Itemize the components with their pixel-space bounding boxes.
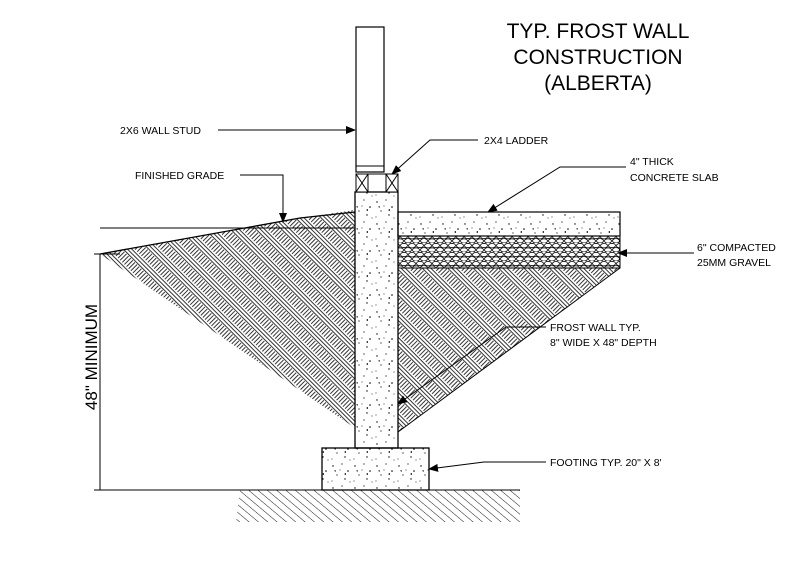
title-line-2: CONSTRUCTION <box>513 46 682 69</box>
finished-grade-line <box>99 211 356 255</box>
label-finished-grade: FINISHED GRADE <box>135 170 287 223</box>
drawing-title: TYP. FROST WALL CONSTRUCTION (ALBERTA) <box>507 20 690 95</box>
interior-soil-edge <box>397 267 621 433</box>
wall-stud-label: 2X6 WALL STUD <box>120 125 201 137</box>
frost-wall-label-line-1: FROST WALL TYP. <box>550 322 641 334</box>
ladder-leader <box>391 139 478 175</box>
title-line-3: (ALBERTA) <box>544 72 652 95</box>
label-concrete-slab: 4" THICK CONCRETE SLAB <box>487 156 719 213</box>
finished-grade-leader <box>240 174 287 223</box>
dimension-text: 48" MINIMUM <box>82 304 101 410</box>
finished-grade-label: FINISHED GRADE <box>135 170 224 182</box>
frost-wall-label-line-2: 8" WIDE X 48" DEPTH <box>550 337 657 349</box>
native-soil-below-footing <box>236 490 520 522</box>
slab-label-line-2: CONCRETE SLAB <box>630 172 719 184</box>
gravel-label-line-2: 25MM GRAVEL <box>697 257 771 269</box>
concrete-slab <box>397 211 621 237</box>
title-line-1: TYP. FROST WALL <box>507 20 690 43</box>
backfill-soil <box>100 210 355 428</box>
compacted-gravel-layer <box>397 235 621 269</box>
depth-dimension: 48" MINIMUM <box>82 227 355 491</box>
ladder-label: 2X4 LADDER <box>484 135 549 147</box>
footing-label: FOOTING TYP. 20" X 8' <box>550 457 662 469</box>
label-gravel: 6" COMPACTED 25MM GRAVEL <box>617 242 776 269</box>
frost-wall-leader <box>397 326 546 405</box>
ladder-blocks <box>355 173 399 193</box>
frost-wall <box>354 191 399 449</box>
label-ladder: 2X4 LADDER <box>391 135 549 175</box>
label-footing: FOOTING TYP. 20" X 8' <box>428 457 662 472</box>
wall-stud <box>355 26 385 173</box>
slab-label-line-1: 4" THICK <box>630 156 674 168</box>
footing <box>321 447 430 491</box>
footing-leader <box>428 461 546 472</box>
gravel-label-line-1: 6" COMPACTED <box>697 242 776 254</box>
label-frost-wall: FROST WALL TYP. 8" WIDE X 48" DEPTH <box>397 322 657 405</box>
slab-leader <box>487 166 626 213</box>
label-wall-stud: 2X6 WALL STUD <box>120 125 356 137</box>
